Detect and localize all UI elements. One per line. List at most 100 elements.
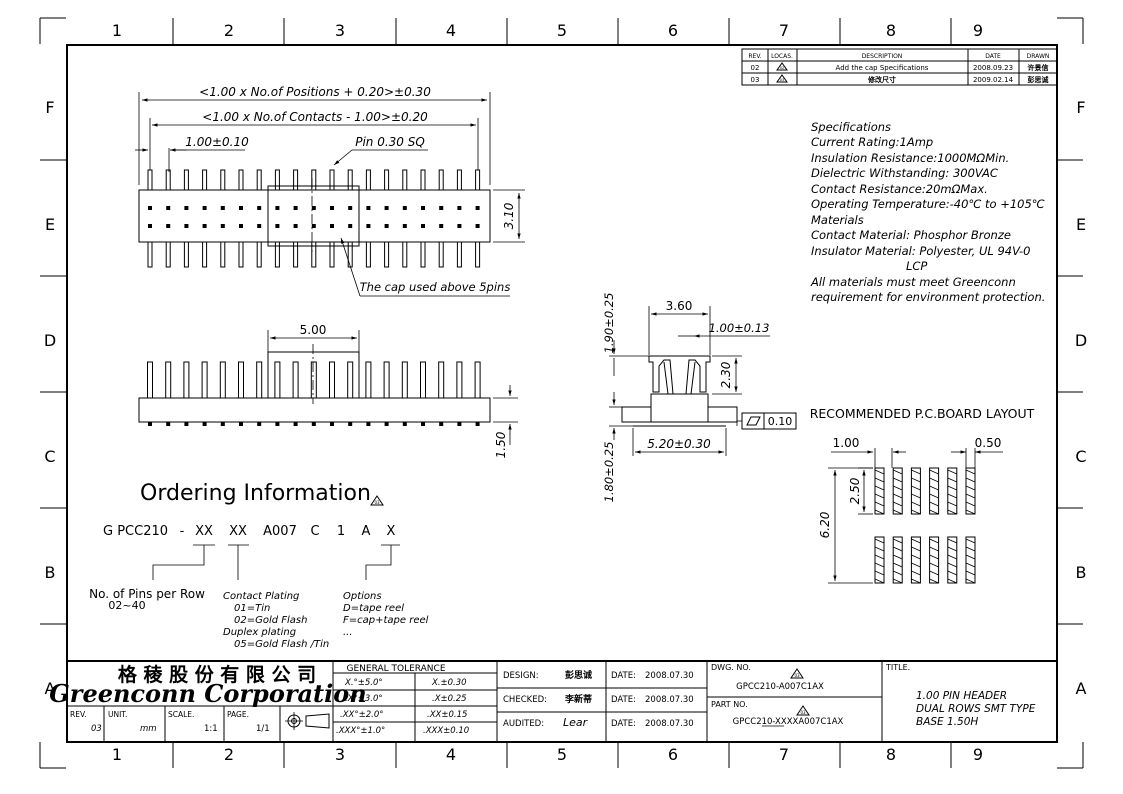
pad-hatch (929, 509, 939, 515)
pin-lead (220, 241, 226, 268)
pitch-label: 1.00±0.10 (185, 135, 249, 149)
pick-up-cap (267, 185, 360, 247)
pad-hatch (874, 546, 885, 552)
pad-hatch (965, 570, 976, 576)
tolerance-title: GENERAL TOLERANCE (346, 664, 445, 674)
pin-note-label: Pin 0.30 SQ (355, 135, 425, 149)
pad-hatch (947, 493, 957, 499)
pin-hole (166, 206, 171, 210)
pad-hatch (929, 538, 939, 544)
pcb-pad (892, 536, 903, 584)
pcb-layout-title: RECOMMENDED P.C.BOARD LAYOUT (810, 406, 1035, 421)
pin-lead (329, 361, 335, 399)
height-label: 3.10 (502, 202, 516, 229)
pin-hole (402, 224, 407, 228)
scale-value: 1:1 (204, 724, 218, 734)
span-label: 6.20 (818, 511, 832, 538)
pcb-pad (965, 467, 976, 515)
description-col-header: DESCRIPTION (862, 53, 903, 60)
spec-line: requirement for environment protection. (811, 290, 1045, 304)
rev-value: 03 (91, 724, 102, 734)
pad-hatch (874, 538, 885, 544)
pin-lead (165, 361, 172, 399)
pin-hole (293, 224, 298, 228)
side-view: 3.60 1.00±0.13 1.90±0.25 1.80±0.25 2.30 … (602, 293, 797, 502)
rev-row-1-date: 2008.09.23 (973, 64, 1013, 72)
spec-line: All materials must meet Greenconn (810, 275, 1016, 289)
checker-name: 李新蒂 (564, 693, 592, 705)
front-body (138, 397, 491, 423)
zone-column-label: 5 (557, 21, 567, 40)
pin-hole (239, 206, 243, 210)
pad-hatch (929, 469, 939, 475)
tolerance-cell: .X°±3.0° (345, 694, 383, 704)
pin-lead (383, 361, 390, 399)
pin-lead (456, 361, 463, 399)
company-name-cn: 格 稜 股 份 有 限 公 司 (118, 663, 316, 686)
pins-per-row-title: No. of Pins per Row (89, 587, 205, 601)
pad-hatch (893, 485, 903, 491)
pcb-pad (892, 467, 903, 515)
design-label: DESIGN: (503, 671, 539, 681)
pad-hatch (893, 562, 903, 568)
date-col-header: DATE (985, 53, 1001, 60)
zone-row-label: D (44, 331, 56, 350)
pad-hatch (947, 469, 957, 475)
pin-lead (402, 241, 408, 268)
zone-column-label: 5 (557, 745, 567, 764)
pin-lead (202, 241, 208, 268)
part-no-value: GPCC210-XXXXA007C1AX (733, 717, 844, 727)
cap-width-label: 5.00 (300, 323, 327, 337)
part-no-label: PART NO. (711, 700, 748, 709)
spec-line: Materials (811, 213, 864, 227)
pin-foot (366, 422, 371, 426)
contact-plating-line: 05=Gold Flash /Tin (234, 639, 329, 650)
pcb-pad (929, 467, 940, 515)
tolerance-cell: X.±0.30 (431, 678, 467, 688)
pad-hatch (947, 578, 957, 584)
pin-lead (293, 169, 299, 191)
pin-lead (147, 241, 153, 268)
pin-hole (457, 224, 462, 228)
zone-row-label: F (45, 98, 54, 117)
delta-icon (796, 705, 810, 716)
unit-value: mm (140, 724, 157, 734)
spec-line: Specifications (811, 120, 891, 134)
order-code-dash: - (180, 524, 185, 539)
pcb-pad (965, 536, 976, 584)
pin-lead (438, 361, 445, 399)
scale-label: SCALE. (168, 710, 194, 719)
pad-hatch (874, 570, 885, 576)
pad-hatch (893, 509, 903, 515)
pin-lead (201, 361, 208, 399)
pin-lead (475, 169, 481, 191)
pin-hole (439, 224, 444, 228)
pad-hatch (893, 554, 903, 560)
pitch-label: 1.00 (833, 436, 860, 450)
pin-hole (148, 206, 152, 210)
zone-column-label: 7 (779, 21, 789, 40)
rev-row-1-rev: 02 (751, 64, 760, 72)
pad-hatch (947, 538, 957, 544)
sheet-frame (39, 17, 1084, 769)
pad-hatch (965, 509, 976, 515)
pad-hatch (911, 509, 921, 515)
audited-label: AUDITED: (503, 719, 544, 729)
pad-hatch (929, 477, 939, 483)
width-label: 5.20±0.30 (647, 437, 711, 451)
pcb-pad (910, 467, 921, 515)
title-label: TITLE. (885, 663, 910, 672)
pin-lead (438, 169, 444, 191)
pin-foot (348, 422, 353, 426)
pcb-pad (947, 536, 958, 584)
pad-hatch (893, 538, 903, 544)
pin-lead (147, 361, 153, 399)
pin-hole (384, 224, 389, 228)
side-leads (621, 406, 738, 423)
company-name-en: Greenconn Corporation (49, 679, 366, 708)
order-code-segment: XX (229, 524, 247, 539)
pin-hole (275, 224, 280, 228)
pad-hatch (893, 578, 903, 584)
pad-hatch (965, 501, 976, 507)
above-board-label: 1.90±0.25 (602, 293, 616, 354)
